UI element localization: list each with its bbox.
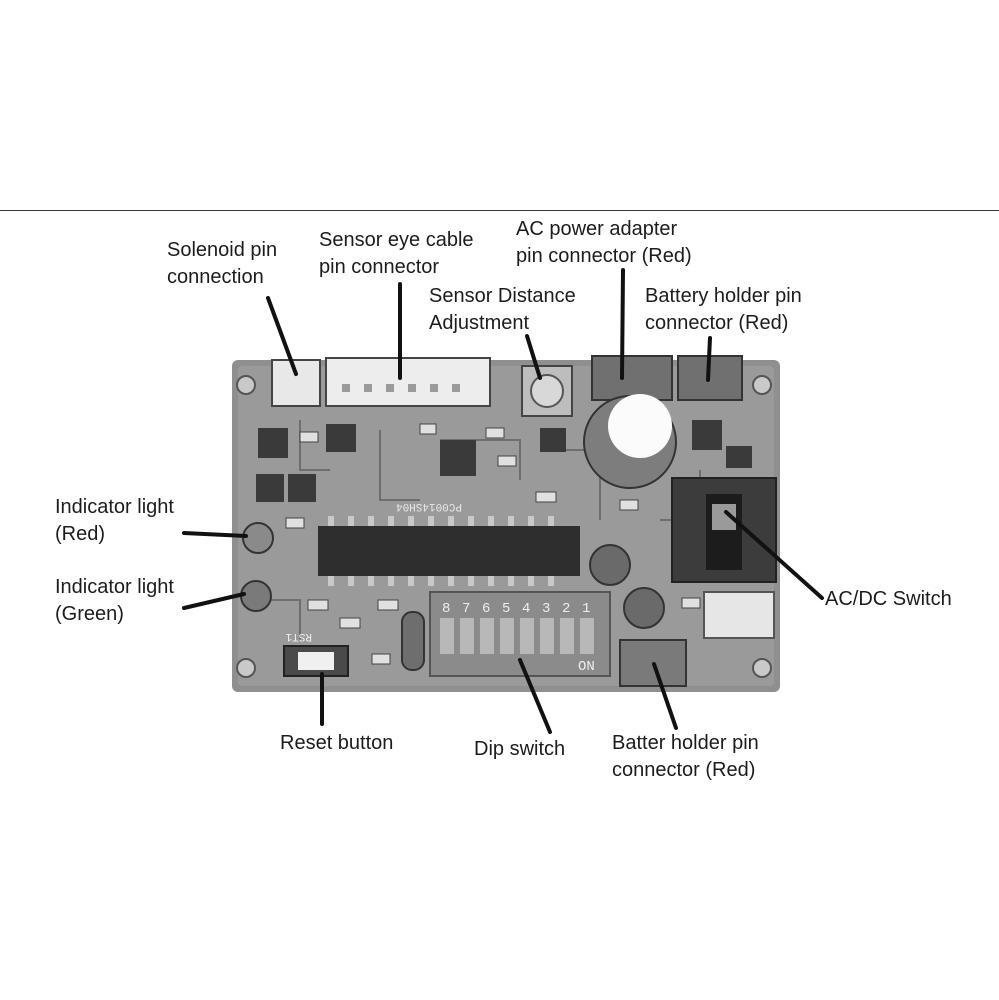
- label-line: connector (Red): [612, 759, 756, 781]
- label-line: Battery holder pin: [645, 285, 802, 307]
- dip-number: 5: [502, 601, 510, 617]
- dip-numbers: 8 7 6 5 4 3 2 1: [442, 601, 590, 617]
- label-line: pin connector (Red): [516, 245, 692, 267]
- label-line: (Green): [55, 603, 124, 625]
- label-indicator-green: Indicator light (Green): [55, 574, 174, 628]
- label-ac-dc-switch: AC/DC Switch: [825, 586, 952, 613]
- label-line: Indicator light: [55, 576, 174, 598]
- smd-components: [256, 420, 752, 502]
- ac-adapter-connector: [591, 355, 673, 401]
- mounting-hole-top-left: [236, 375, 256, 395]
- main-ic-chip: [318, 526, 580, 576]
- reset-marking: RST1: [285, 630, 312, 642]
- mounting-hole-bottom-left: [236, 658, 256, 678]
- label-line: AC/DC Switch: [825, 588, 952, 610]
- label-line: connection: [167, 266, 264, 288]
- label-line: Batter holder pin: [612, 732, 759, 754]
- leader-sensor-distance: [525, 334, 542, 380]
- capacitor-top: [608, 394, 672, 458]
- leader-lines: [182, 268, 824, 734]
- sensor-eye-pins: [342, 384, 460, 392]
- label-indicator-red: Indicator light (Red): [55, 494, 174, 548]
- potentiometer-dial: [530, 374, 564, 408]
- dip-switch-levers: [440, 618, 594, 654]
- label-line: Adjustment: [429, 312, 530, 334]
- label-line: (Red): [55, 523, 106, 545]
- label-dip-switch: Dip switch: [474, 736, 565, 763]
- mounting-hole-top-right: [752, 375, 772, 395]
- label-line: Sensor Distance: [429, 285, 576, 307]
- small-capacitor-2: [623, 587, 665, 629]
- top-divider-line: [0, 210, 999, 211]
- leader-indicator-red: [182, 531, 248, 538]
- label-solenoid: Solenoid pin connection: [167, 237, 277, 291]
- label-line: Solenoid pin: [167, 239, 278, 261]
- smd-resistors: [285, 423, 701, 665]
- label-line: Dip switch: [474, 738, 566, 760]
- sensor-eye-connector: [325, 357, 491, 407]
- label-battery-bottom: Batter holder pin connector (Red): [612, 730, 759, 784]
- dip-number: 6: [482, 601, 490, 617]
- leader-ac-dc-switch: [724, 510, 824, 600]
- ic-pins-top: [328, 516, 554, 526]
- dip-number: 7: [462, 601, 470, 617]
- leader-battery-bottom: [652, 662, 678, 730]
- label-sensor-eye: Sensor eye cable pin connector: [319, 227, 474, 281]
- solenoid-connector: [271, 359, 321, 407]
- label-battery-top: Battery holder pin connector (Red): [645, 283, 802, 337]
- mounting-hole-bottom-right: [752, 658, 772, 678]
- dip-number: 3: [542, 601, 550, 617]
- side-connector: [703, 591, 775, 639]
- led-green: [240, 580, 272, 612]
- label-line: pin connector: [319, 256, 440, 278]
- leader-battery-top: [706, 336, 712, 382]
- dip-on-label: ON: [578, 659, 595, 675]
- dip-number: 4: [522, 601, 530, 617]
- dip-number: 2: [562, 601, 570, 617]
- dip-number: 1: [582, 601, 590, 617]
- small-capacitor-1: [589, 544, 631, 586]
- leader-solenoid: [266, 296, 298, 376]
- leader-ac-adapter: [620, 268, 625, 380]
- dip-number: 8: [442, 601, 450, 617]
- label-line: Sensor eye cable: [319, 229, 474, 251]
- label-ac-adapter: AC power adapter pin connector (Red): [516, 216, 692, 270]
- label-line: Indicator light: [55, 496, 174, 518]
- crystal-oscillator: [401, 611, 425, 671]
- led-red: [242, 522, 274, 554]
- label-line: Reset button: [280, 732, 394, 754]
- label-line: AC power adapter: [516, 218, 678, 240]
- reset-button-cap: [298, 652, 334, 670]
- leader-indicator-green: [182, 592, 246, 610]
- ic-pins-bottom: [328, 576, 554, 586]
- label-line: connector (Red): [645, 312, 789, 334]
- label-reset-button: Reset button: [280, 730, 393, 757]
- chip-marking: PC0014SH04: [396, 500, 462, 512]
- leader-dip-switch: [518, 658, 552, 734]
- label-sensor-distance: Sensor Distance Adjustment: [429, 283, 576, 337]
